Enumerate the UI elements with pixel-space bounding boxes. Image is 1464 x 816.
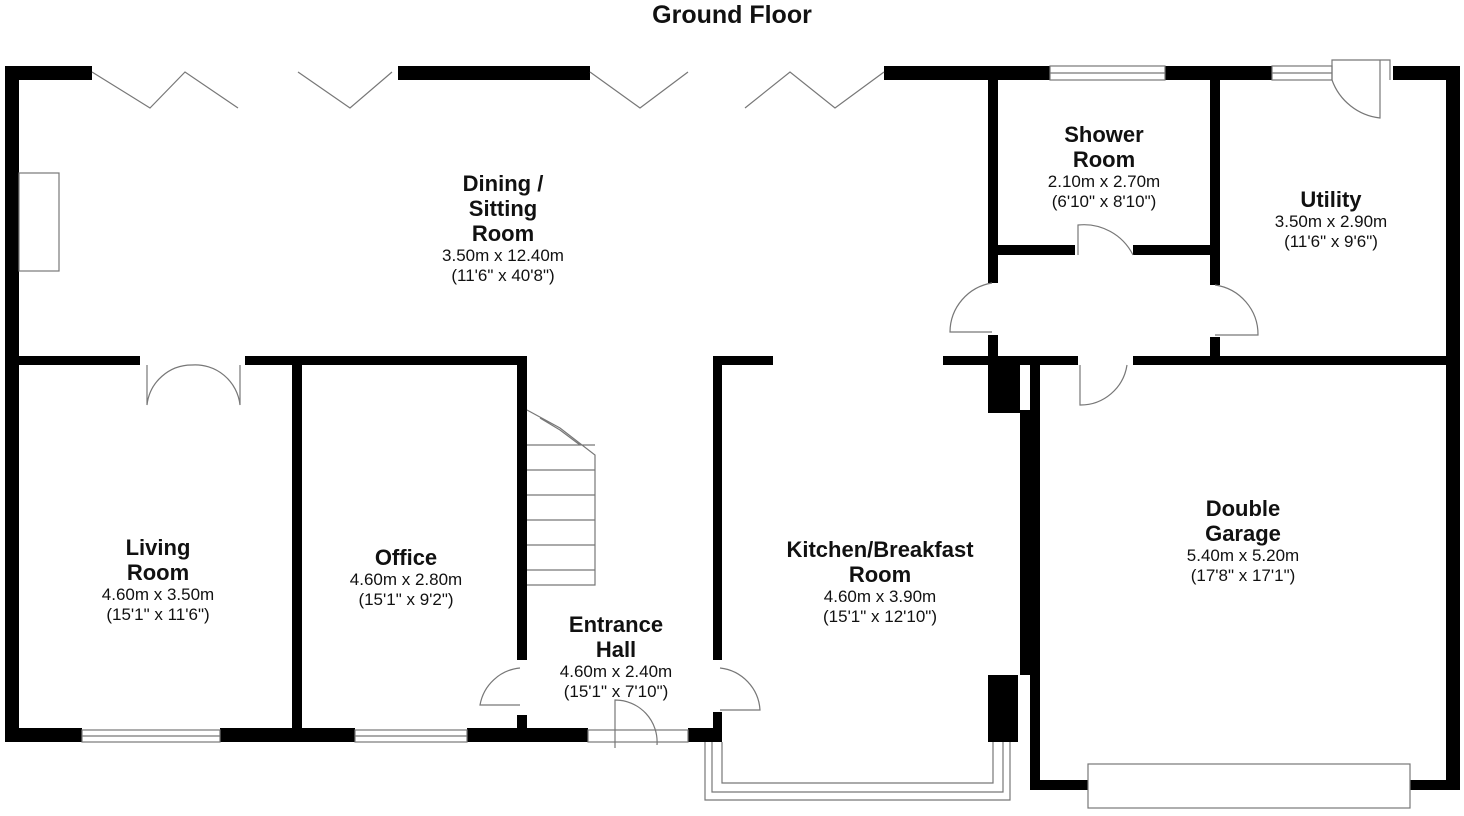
room-imperial: (15'1" x 9'2") bbox=[358, 590, 454, 609]
room-imperial: (15'1" x 7'10") bbox=[563, 682, 669, 701]
room-office: Office 4.60m x 2.80m (15'1" x 9'2") bbox=[350, 545, 462, 610]
room-imperial: (17'8" x 17'1") bbox=[1190, 566, 1296, 585]
room-metric: 3.50m x 12.40m bbox=[442, 246, 564, 265]
windows-and-doors bbox=[18, 59, 1411, 809]
room-name: Sitting bbox=[468, 196, 538, 221]
room-imperial: (11'6" x 40'8") bbox=[451, 266, 555, 285]
room-shower: Shower Room 2.10m x 2.70m (6'10" x 8'10"… bbox=[1048, 122, 1160, 212]
room-name: Office bbox=[374, 545, 438, 570]
room-imperial: (6'10" x 8'10") bbox=[1051, 192, 1157, 211]
room-name: Room bbox=[126, 560, 190, 585]
room-metric: 4.60m x 2.80m bbox=[349, 570, 463, 589]
room-name: Entrance bbox=[568, 612, 664, 637]
room-imperial: (15'1" x 12'10") bbox=[822, 607, 938, 626]
room-name: Room bbox=[1072, 147, 1136, 172]
room-double-garage: Double Garage 5.40m x 5.20m (17'8" x 17'… bbox=[1187, 496, 1299, 586]
room-name: Room bbox=[471, 221, 535, 246]
walls bbox=[5, 66, 1460, 790]
room-name: Living bbox=[125, 535, 191, 560]
room-name: Kitchen/Breakfast bbox=[786, 537, 974, 562]
room-name: Room bbox=[848, 562, 912, 587]
room-dining-sitting: Dining / Sitting Room 3.50m x 12.40m (11… bbox=[442, 171, 564, 286]
room-name: Double bbox=[1205, 496, 1281, 521]
room-metric: 4.60m x 3.50m bbox=[101, 585, 215, 604]
room-name: Garage bbox=[1205, 521, 1281, 546]
room-name: Shower bbox=[1064, 122, 1144, 147]
room-name: Utility bbox=[1300, 187, 1362, 212]
room-name: Dining / bbox=[462, 171, 544, 196]
room-imperial: (11'6" x 9'6") bbox=[1284, 232, 1378, 251]
room-metric: 2.10m x 2.70m bbox=[1047, 172, 1161, 191]
room-kitchen-breakfast: Kitchen/Breakfast Room 4.60m x 3.90m (15… bbox=[786, 537, 973, 627]
room-imperial: (15'1" x 11'6") bbox=[106, 605, 210, 624]
room-metric: 4.60m x 3.90m bbox=[823, 587, 937, 606]
room-entrance-hall: Entrance Hall 4.60m x 2.40m (15'1" x 7'1… bbox=[560, 612, 672, 702]
room-name: Hall bbox=[595, 637, 637, 662]
room-metric: 5.40m x 5.20m bbox=[1186, 546, 1300, 565]
room-metric: 4.60m x 2.40m bbox=[559, 662, 673, 681]
room-metric: 3.50m x 2.90m bbox=[1274, 212, 1388, 231]
room-utility: Utility 3.50m x 2.90m (11'6" x 9'6") bbox=[1275, 187, 1387, 252]
room-living: Living Room 4.60m x 3.50m (15'1" x 11'6"… bbox=[102, 535, 214, 625]
floor-title: Ground Floor bbox=[652, 1, 812, 29]
